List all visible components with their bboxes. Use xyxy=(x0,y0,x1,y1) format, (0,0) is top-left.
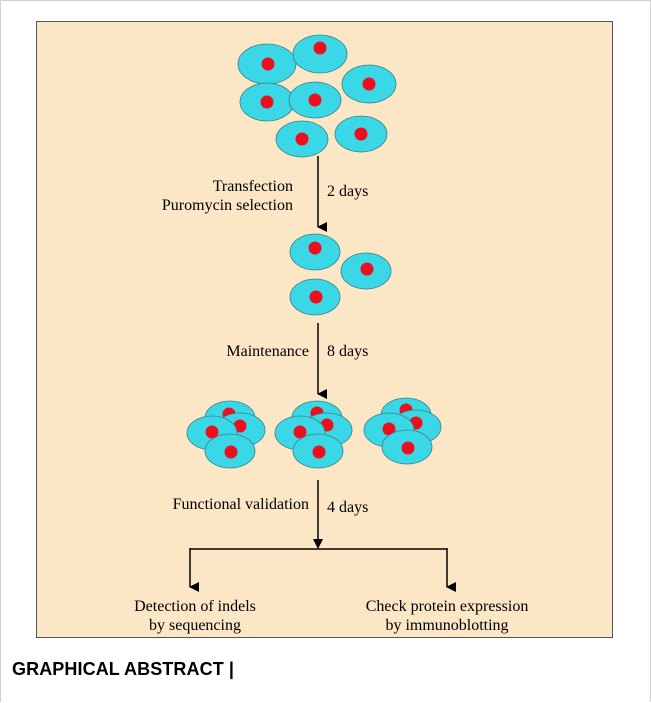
cell xyxy=(239,82,295,122)
initial-cell-group xyxy=(237,34,397,158)
outcome-left-line2: by sequencing xyxy=(149,617,241,634)
maintenance-label: Maintenance xyxy=(226,343,309,360)
cell xyxy=(204,433,256,469)
duration-4-days: 4 days xyxy=(327,499,368,516)
arrowhead-validation xyxy=(313,539,323,549)
cell xyxy=(381,429,433,465)
diagram-panel xyxy=(36,21,613,638)
cell xyxy=(334,115,388,153)
colony-left xyxy=(186,400,266,469)
outcome-right-line2: by immunoblotting xyxy=(385,617,508,634)
outcome-right-line1: Check protein expression xyxy=(366,598,529,615)
colony-middle xyxy=(274,400,353,469)
functional-validation-label: Functional validation xyxy=(173,496,309,513)
cell xyxy=(292,433,344,469)
cell xyxy=(288,81,342,119)
transfection-label: Transfection xyxy=(213,178,293,195)
puromycin-selection-label: Puromycin selection xyxy=(162,197,293,214)
graphical-abstract-caption: GRAPHICAL ABSTRACT | xyxy=(12,659,235,679)
cell xyxy=(341,64,397,104)
cell xyxy=(289,278,341,316)
colony-right xyxy=(363,397,442,465)
cell xyxy=(292,34,348,74)
selected-cell-group xyxy=(289,233,392,316)
cell xyxy=(237,43,297,85)
cell xyxy=(340,252,392,290)
duration-8-days: 8 days xyxy=(327,343,368,360)
cell xyxy=(275,120,329,158)
cell xyxy=(289,233,341,271)
duration-2-days: 2 days xyxy=(327,183,368,200)
outcome-left-line1: Detection of indels xyxy=(134,598,256,615)
